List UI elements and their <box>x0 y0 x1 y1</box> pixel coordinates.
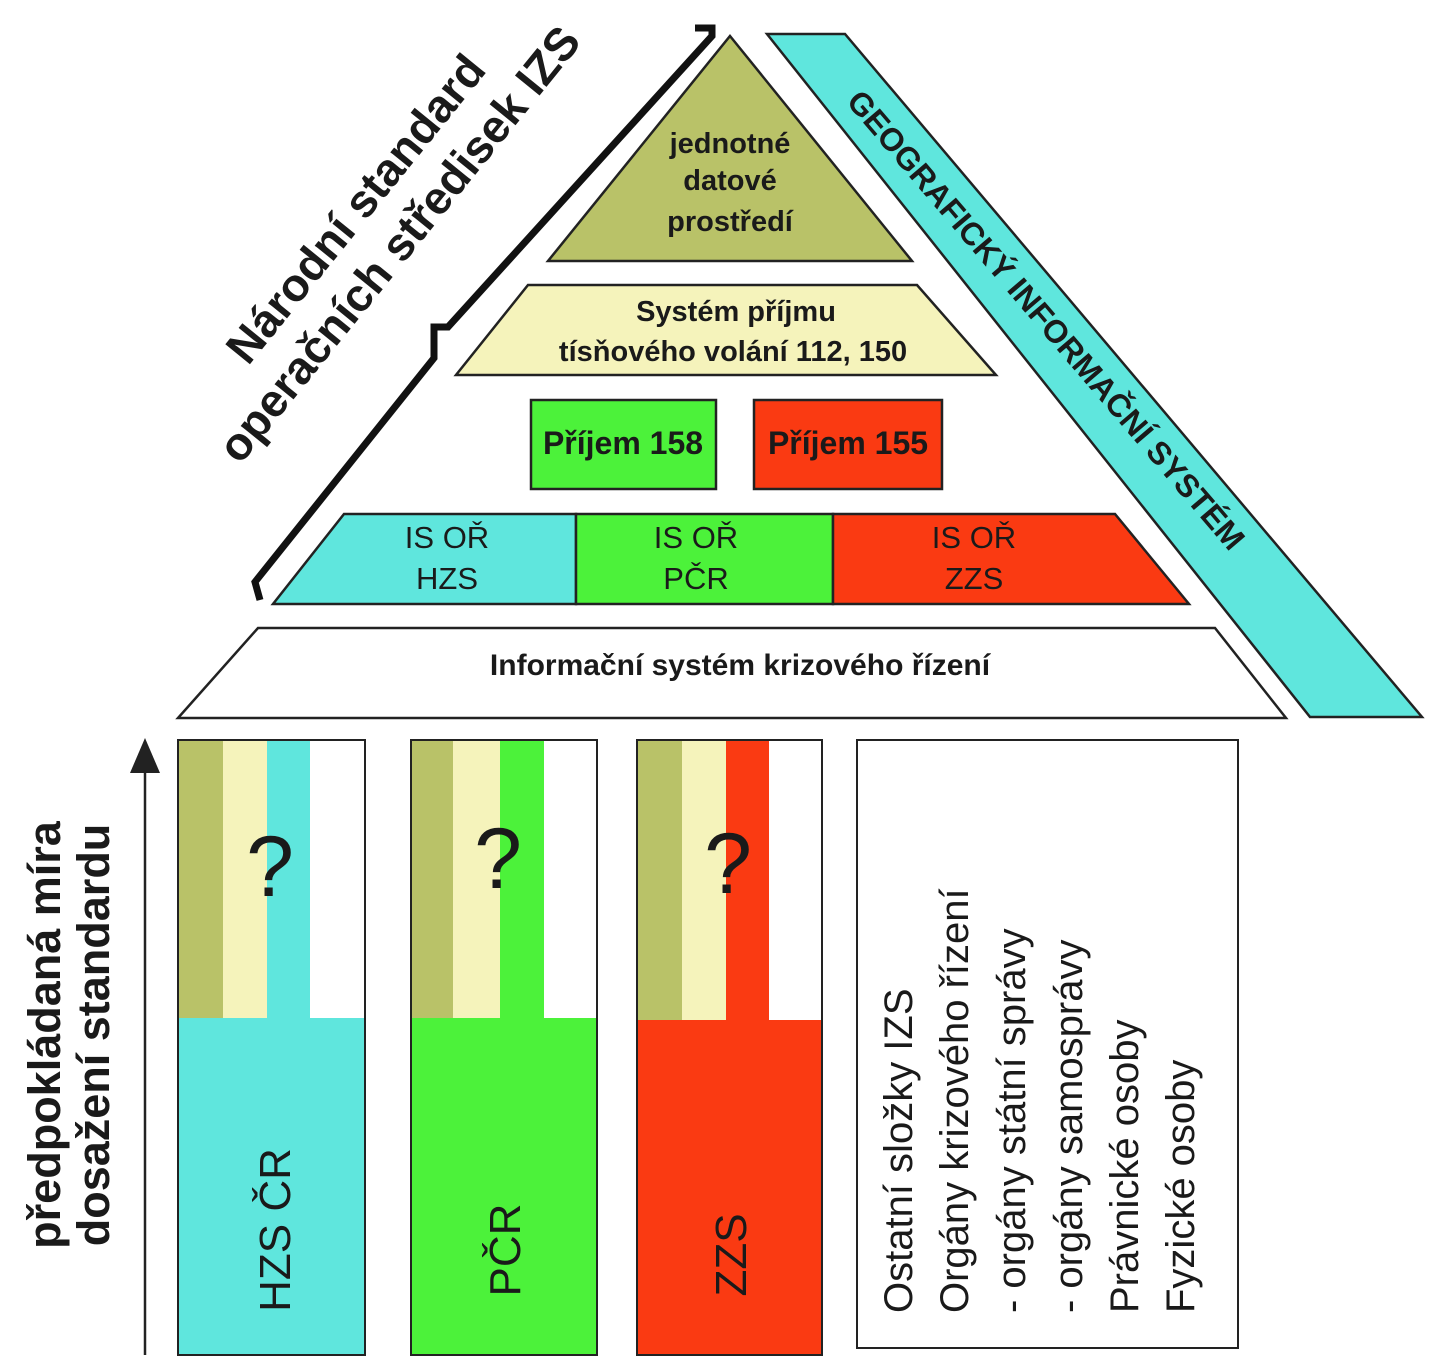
column-hzs-cream-strip <box>223 740 267 1018</box>
is-or-pcr-line-1: IS OŘ <box>654 520 738 555</box>
emergency-calls-line-1: Systém příjmu <box>636 296 836 328</box>
column-zzs-cream-strip <box>682 740 726 1020</box>
column-hzs-olive-strip <box>178 740 223 1018</box>
crisis-management-system <box>175 626 1289 720</box>
column-pcr-cream-strip <box>453 740 500 1018</box>
gis-band <box>764 32 1425 719</box>
data-environment-triangle <box>545 34 915 263</box>
column-pcr-question: ? <box>474 811 522 907</box>
others-line-4: - orgány samosprávy <box>1047 940 1091 1313</box>
is-or-pcr-box <box>574 512 835 606</box>
column-hzs-question: ? <box>246 819 294 915</box>
is-or-hzs-line-1: IS OŘ <box>405 520 489 555</box>
emergency-calls-line-2: tísňového volání 112, 150 <box>559 336 907 368</box>
others-line-1: Ostatní složky IZS <box>877 988 921 1313</box>
column-zzs-base <box>637 1020 822 1355</box>
column-zzs: ? ZZS <box>636 739 823 1356</box>
others-line-6: Fyzické osoby <box>1159 1060 1203 1313</box>
left-bracket-line <box>251 24 716 601</box>
is-or-pcr-line-2: PČR <box>663 561 728 596</box>
column-hzs-base <box>178 1018 365 1355</box>
emergency-call-system <box>453 283 999 377</box>
column-pcr: ? PČR <box>410 739 598 1356</box>
column-hzs-color-strip <box>267 740 310 1018</box>
receive-158-label: Příjem 158 <box>543 425 703 461</box>
others-line-5: Právnické osoby <box>1103 1020 1147 1313</box>
receive-155-label: Příjem 155 <box>768 425 928 461</box>
column-pcr-olive-strip <box>411 740 453 1018</box>
receive-155-box <box>752 398 944 491</box>
is-or-zzs-line-2: ZZS <box>945 561 1004 596</box>
others-box <box>856 739 1239 1349</box>
is-or-zzs-line-1: IS OŘ <box>932 520 1016 555</box>
column-pcr-color-strip <box>500 740 544 1018</box>
others-box-text: Ostatní složky IZS Orgány krizového říze… <box>877 888 1203 1313</box>
column-zzs-question: ? <box>704 816 752 912</box>
axis-label: předpokládaná míra dosažení standardu <box>19 820 119 1249</box>
column-zzs-label: ZZS <box>707 1213 756 1296</box>
column-pcr-outline <box>410 739 598 1356</box>
column-pcr-label: PČR <box>480 1204 530 1297</box>
column-hzs-outline <box>177 739 366 1356</box>
column-zzs-olive-strip <box>637 740 682 1020</box>
others-line-3: - orgány státní správy <box>990 928 1034 1313</box>
data-env-line-3: prostředí <box>667 206 794 238</box>
axis-label-line-2: dosažení standardu <box>68 824 119 1247</box>
column-pcr-base <box>411 1018 597 1355</box>
data-env-line-1: jednotné <box>669 128 791 160</box>
column-hzs: ? HZS ČR <box>177 739 366 1356</box>
column-zzs-color-strip <box>726 740 769 1020</box>
arrow-up-icon <box>130 738 160 773</box>
column-hzs-label: HZS ČR <box>250 1148 300 1312</box>
data-env-line-2: datové <box>683 165 776 197</box>
others-line-2: Orgány krizového řízení <box>933 888 977 1313</box>
is-or-zzs-box <box>831 512 1192 606</box>
crisis-system-label: Informační systém krizového řízení <box>490 649 992 682</box>
column-zzs-outline <box>636 739 823 1356</box>
axis-label-line-1: předpokládaná míra <box>19 820 70 1249</box>
is-or-hzs-line-2: HZS <box>416 561 478 596</box>
receive-158-box <box>529 398 718 491</box>
